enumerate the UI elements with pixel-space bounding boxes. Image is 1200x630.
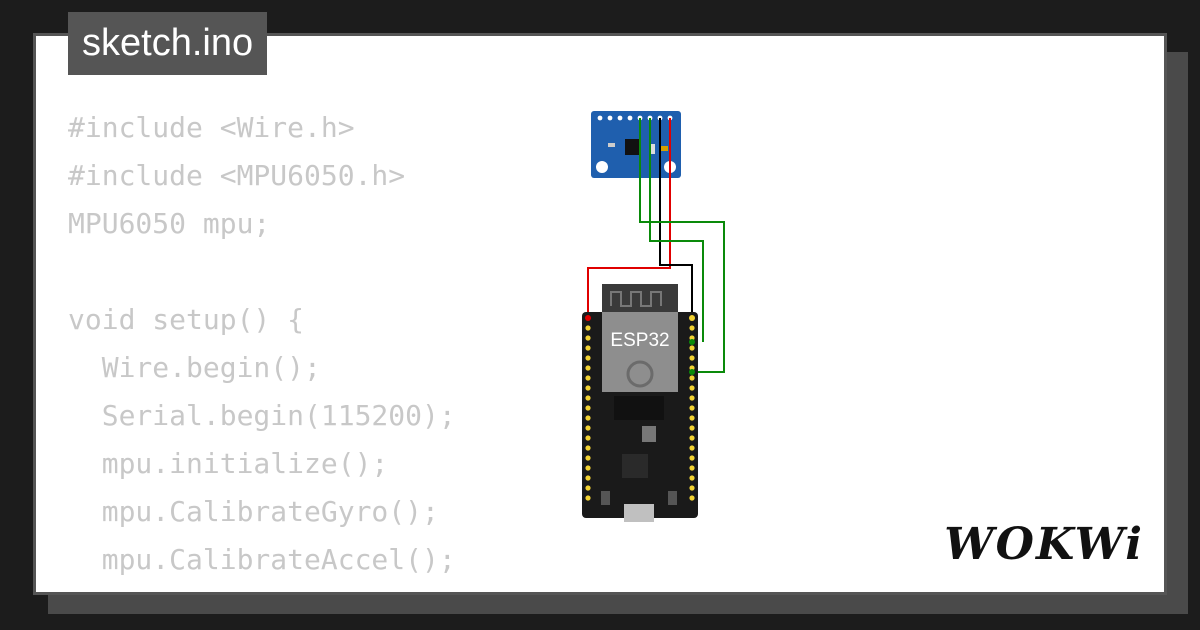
header-pin bbox=[689, 405, 695, 411]
header-pin bbox=[689, 385, 695, 391]
header-pin bbox=[585, 435, 591, 441]
header-pin bbox=[689, 355, 695, 361]
header-pin bbox=[585, 365, 591, 371]
header-pin bbox=[585, 445, 591, 451]
header-pin bbox=[689, 445, 695, 451]
preview-card: #include <Wire.h> #include <MPU6050.h> MPU… bbox=[33, 33, 1167, 595]
header-pin bbox=[585, 455, 591, 461]
sensor-component bbox=[660, 146, 668, 151]
code-line: Wire.begin(); bbox=[68, 351, 321, 384]
header-pin bbox=[585, 355, 591, 361]
header-pin bbox=[585, 495, 591, 501]
header-pin bbox=[689, 425, 695, 431]
wire-vcc[interactable] bbox=[587, 118, 671, 318]
code-line: MPU6050 mpu; bbox=[68, 207, 271, 240]
pin-gnd bbox=[689, 315, 695, 321]
esp32-board[interactable]: ESP32 bbox=[582, 284, 698, 522]
code-line: mpu.CalibrateGyro(); bbox=[68, 495, 439, 528]
sensor-chip bbox=[625, 139, 641, 155]
pin-d22 bbox=[689, 339, 695, 345]
code-line: Serial.begin(115200); bbox=[68, 399, 456, 432]
code-line: void setup() { bbox=[68, 303, 305, 336]
header-pin bbox=[585, 475, 591, 481]
header-pin bbox=[689, 455, 695, 461]
header-pin bbox=[585, 425, 591, 431]
mpu6050-sensor[interactable] bbox=[591, 111, 681, 178]
wires bbox=[587, 118, 725, 373]
wire-scl[interactable] bbox=[649, 118, 704, 342]
header-pin bbox=[585, 325, 591, 331]
header-pin bbox=[689, 415, 695, 421]
header-pin bbox=[689, 435, 695, 441]
board-label: ESP32 bbox=[610, 330, 669, 351]
boot-button[interactable] bbox=[668, 491, 677, 505]
header-pin bbox=[585, 335, 591, 341]
header-pin bbox=[689, 375, 695, 381]
micro-usb-port[interactable] bbox=[624, 504, 654, 522]
header-pin bbox=[585, 415, 591, 421]
code-editor: #include <Wire.h> #include <MPU6050.h> MPU… bbox=[68, 104, 507, 592]
antenna-trace bbox=[610, 291, 662, 307]
wire-gnd[interactable] bbox=[659, 118, 693, 318]
pin-3v3 bbox=[585, 315, 591, 321]
mount-hole bbox=[596, 161, 608, 173]
esp32-module-shield bbox=[602, 312, 678, 392]
code-line: mpu.initialize(); bbox=[68, 447, 389, 480]
wokwi-logo: WOKWi bbox=[944, 519, 1144, 570]
espressif-logo-icon bbox=[626, 360, 654, 388]
header-pin bbox=[689, 395, 695, 401]
header-pin bbox=[585, 465, 591, 471]
header-pin bbox=[689, 465, 695, 471]
header-pin bbox=[585, 385, 591, 391]
header-pin bbox=[689, 475, 695, 481]
header-pin bbox=[585, 375, 591, 381]
code-line: mpu.CalibrateAccel(); bbox=[68, 543, 456, 576]
sensor-component bbox=[649, 144, 655, 154]
file-tab-sketch[interactable]: sketch.ino bbox=[68, 12, 268, 75]
code-line: #include <Wire.h> bbox=[68, 111, 355, 144]
usb-chip bbox=[622, 454, 648, 478]
header-pin bbox=[585, 485, 591, 491]
wire-sda[interactable] bbox=[639, 118, 725, 373]
pin-d21 bbox=[689, 369, 695, 375]
header-pin bbox=[689, 325, 695, 331]
sensor-component bbox=[608, 143, 615, 147]
header-pin bbox=[585, 345, 591, 351]
header-pin bbox=[689, 345, 695, 351]
module-base bbox=[614, 396, 664, 420]
header-pin bbox=[585, 395, 591, 401]
header-pin bbox=[689, 485, 695, 491]
code-line: #include <MPU6050.h> bbox=[68, 159, 406, 192]
code-line: mpu.setDMPEnabled(true); bbox=[68, 584, 507, 592]
regulator bbox=[642, 426, 656, 442]
circuit-diagram: ESP32 bbox=[582, 111, 725, 522]
header-pin bbox=[585, 405, 591, 411]
header-pin bbox=[689, 495, 695, 501]
en-button[interactable] bbox=[601, 491, 610, 505]
